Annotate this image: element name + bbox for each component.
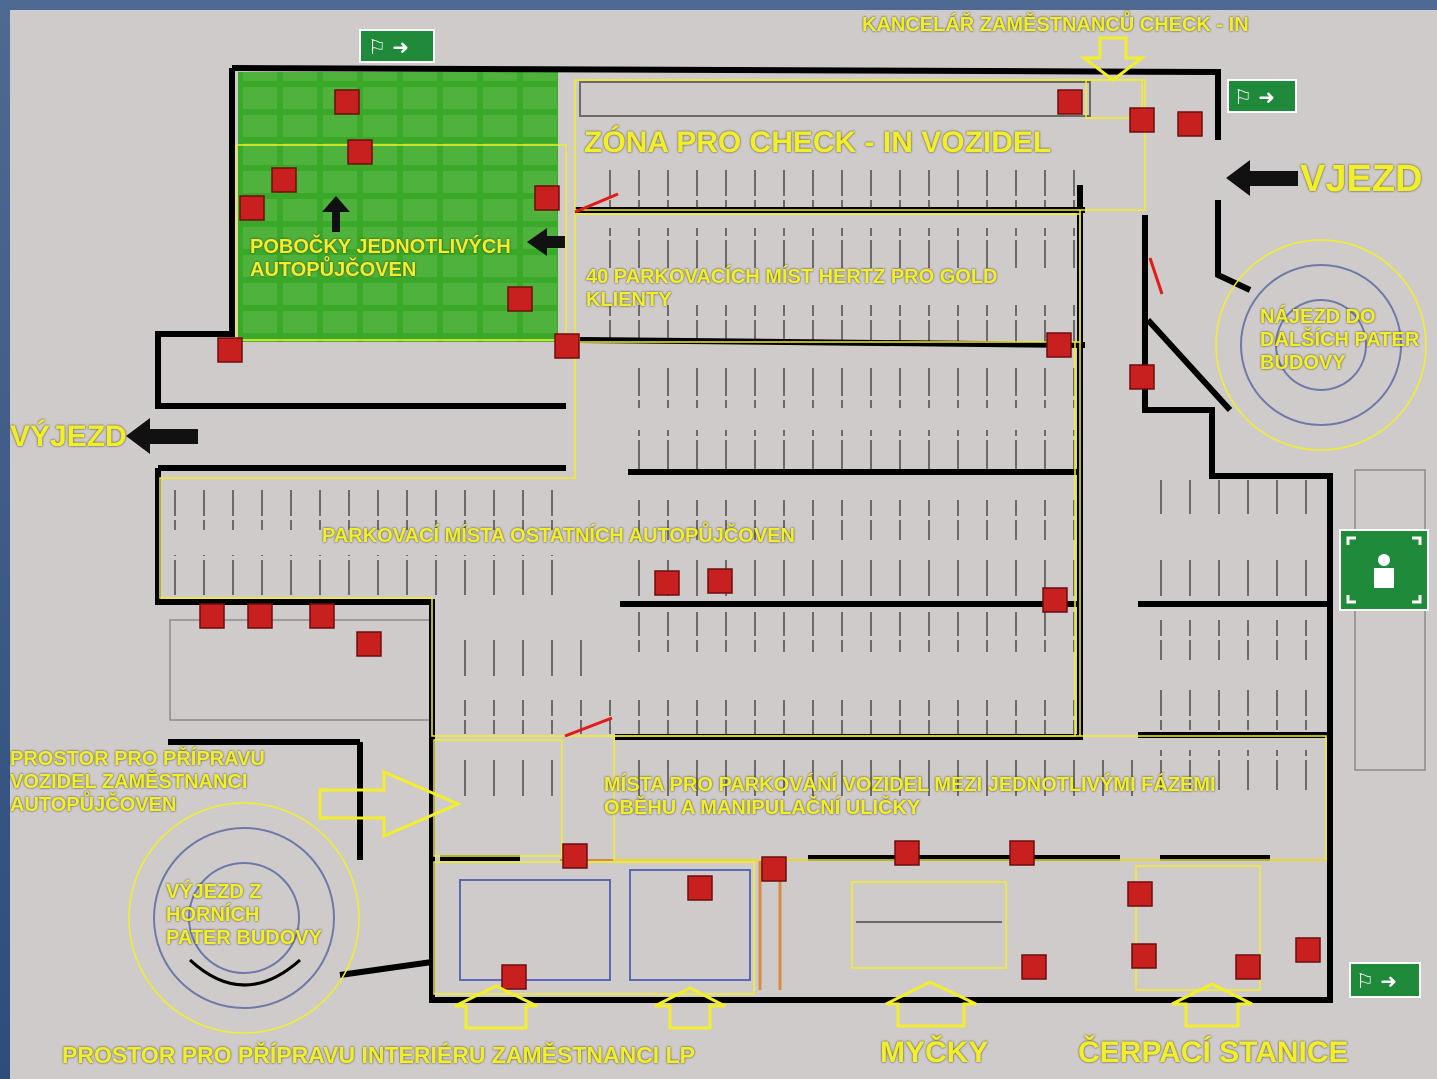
- parking-stalls: [169, 81, 1426, 990]
- phase-parking-label: MÍSTA PRO PARKOVÁNÍ VOZIDEL MEZI JEDNOTL…: [604, 774, 1216, 819]
- other-rentals-parking-label: PARKOVACÍ MÍSTA OSTATNÍCH AUTOPŮJČOVEN: [322, 525, 795, 547]
- assembly-point-sign-icon: [1339, 529, 1429, 611]
- ramp-down-label: VÝJEZD Z HORNÍCH PATER BUDOVY: [166, 881, 322, 949]
- fire-extinguisher-icon: [199, 89, 1321, 990]
- car-wash-label: MYČKY: [880, 1036, 989, 1069]
- hertz-gold-parking-label: 40 PARKOVACÍCH MÍST HERTZ PRO GOLD KLIEN…: [586, 266, 998, 311]
- fuel-station-label: ČERPACÍ STANICE: [1078, 1036, 1349, 1069]
- arrow-left-icon: [126, 160, 1298, 454]
- interior-prep-label: PROSTOR PRO PŘÍPRAVU INTERIÉRU ZAMĚSTNAN…: [62, 1042, 695, 1068]
- branch-area: [238, 72, 558, 342]
- door-markers: [564, 192, 1164, 738]
- emergency-exit-sign-icon: ⚐ ➜ ⚐ ➜ ⚐ ➜: [359, 29, 1421, 998]
- svg-text:⚐ ➜: ⚐ ➜: [368, 35, 409, 59]
- svg-text:⚐ ➜: ⚐ ➜: [1234, 85, 1275, 109]
- checkin-zone-label: ZÓNA PRO CHECK - IN VOZIDEL: [584, 126, 1052, 159]
- ramps: [153, 264, 1402, 1009]
- zone-outlines: [128, 79, 1427, 1034]
- entry-label: VJEZD: [1300, 158, 1423, 200]
- staff-checkin-office-label: KANCELÁŘ ZAMĚSTNANCŮ CHECK - IN: [862, 14, 1249, 36]
- ramp-up-label: NÁJEZD DO DALŠÍCH PATER BUDOVY: [1260, 306, 1420, 374]
- svg-text:⚐ ➜: ⚐ ➜: [1356, 969, 1397, 993]
- hollow-arrow-icon: [318, 36, 1253, 1030]
- exit-label: VÝJEZD: [10, 420, 127, 453]
- rental-branches-label: POBOČKY JEDNOTLIVÝCH AUTOPŮJČOVEN: [250, 236, 511, 281]
- vehicle-prep-area-label: PROSTOR PRO PŘÍPRAVU VOZIDEL ZAMĚSTNANCI…: [10, 748, 265, 816]
